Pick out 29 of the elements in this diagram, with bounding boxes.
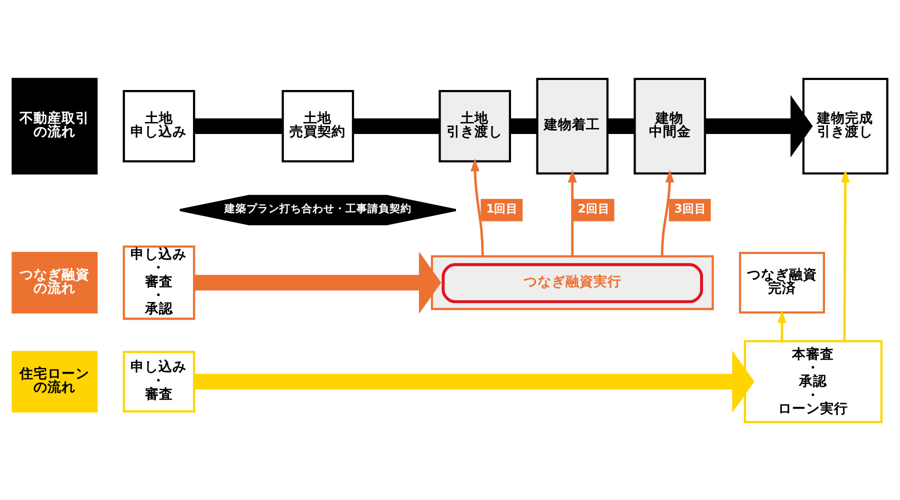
node-box: つなぎ融資の流れ [12, 251, 98, 313]
node-box: 住宅ローンの流れ [12, 350, 98, 412]
connector [510, 118, 537, 134]
node-box: つなぎ融資実行 [430, 254, 714, 310]
node-box: 土地引き渡し [438, 90, 512, 162]
node-box: 建物完成引き渡し [802, 77, 888, 174]
arrow [568, 169, 577, 257]
edge-label: 3回目 [674, 201, 706, 216]
node-box: 土地申し込み [122, 90, 196, 162]
connector [194, 118, 283, 134]
arrow [778, 310, 786, 342]
connector [608, 118, 634, 134]
node-box: つなぎ融資完済 [739, 251, 825, 313]
node-box: 建物着工 [536, 77, 609, 174]
arrow [705, 94, 813, 157]
node-box: 申し込み・審査・承認 [122, 245, 196, 320]
arrow [840, 169, 850, 342]
node-box: 不動産取引の流れ [12, 77, 98, 174]
arrow [470, 158, 484, 257]
arrow [194, 350, 754, 412]
edge-label: 1回目 [486, 201, 518, 216]
connector [353, 118, 440, 134]
node-box: 申し込み・審査 [122, 350, 196, 412]
arrow [660, 169, 674, 257]
node-box: 建物中間金 [634, 77, 706, 174]
node-box: 土地売買契約 [282, 90, 354, 162]
edge-label: 2回目 [578, 201, 610, 216]
node-box: 本審査・承認・ローン実行 [744, 340, 883, 423]
arrow [194, 251, 442, 314]
